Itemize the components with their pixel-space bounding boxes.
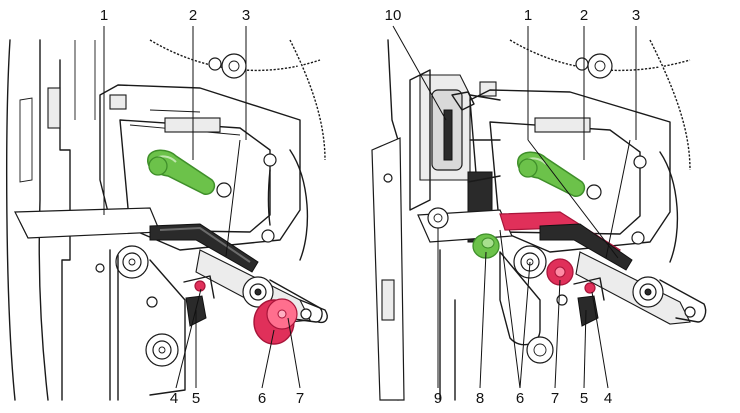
label-right-8: 8 — [476, 390, 484, 407]
right-leader-lines — [392, 25, 637, 389]
label-right-2: 2 — [580, 7, 588, 24]
label-left-1: 1 — [100, 7, 108, 24]
label-left-3: 3 — [242, 7, 250, 24]
red-pin-right — [584, 282, 596, 294]
label-right-1: 1 — [524, 7, 532, 24]
label-left-5: 5 — [192, 390, 200, 407]
label-right-7: 7 — [551, 390, 559, 407]
right-labels: 10 1 2 3 9 8 6 7 5 4 — [385, 7, 641, 407]
label-left-7: 7 — [296, 390, 304, 407]
label-right-5: 5 — [580, 390, 588, 407]
label-left-2: 2 — [189, 7, 197, 24]
label-left-6: 6 — [258, 390, 266, 407]
red-knob-right — [546, 258, 574, 286]
left-diagram — [6, 39, 328, 401]
red-pin-left — [194, 280, 206, 292]
label-right-10: 10 — [385, 7, 402, 24]
label-right-4: 4 — [604, 390, 612, 407]
left-leader-lines — [103, 26, 301, 389]
label-right-3: 3 — [632, 7, 640, 24]
right-diagram — [371, 39, 707, 401]
label-right-6: 6 — [516, 390, 524, 407]
label-right-9: 9 — [434, 390, 442, 407]
label-left-4: 4 — [170, 390, 178, 407]
left-labels: 1 2 3 4 5 6 7 — [100, 7, 304, 407]
red-knob-left — [253, 298, 298, 345]
